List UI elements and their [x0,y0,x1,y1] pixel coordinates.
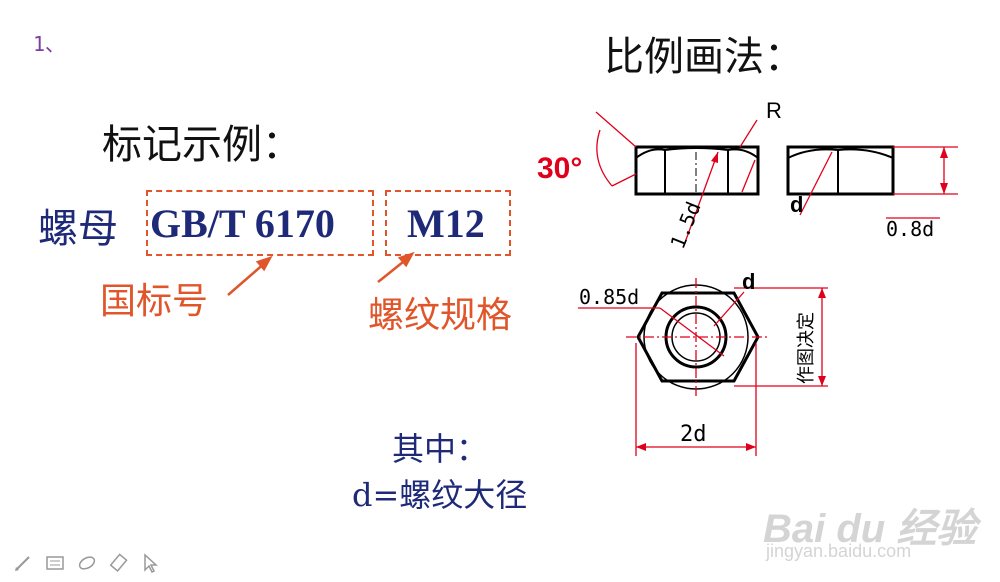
chamfer-d-label: d [790,192,803,217]
standard-code-box: GB/T 6170 [146,190,374,256]
highlighter-icon[interactable] [76,552,98,574]
diag-1-5d-line [682,151,719,249]
watermark-url: jingyan.baidu.com [766,541,912,561]
eraser-icon[interactable] [108,552,130,574]
watermark-logo: Bai du 经验 [763,507,977,551]
standard-label: 国标号 [100,281,209,322]
radius-label: R [766,98,782,123]
nut-side-view [786,145,895,196]
screen-icon[interactable] [44,552,66,574]
top-d-label: d [742,269,755,294]
pen-icon[interactable] [12,552,34,574]
slide-number: 1、 [33,32,66,56]
chamfer-d-line [799,151,833,216]
dim-0-85d-label: 0.85d [579,285,639,309]
thread-code: M12 [407,201,485,246]
thread-code-box: M12 [385,190,511,256]
standard-code: GB/T 6170 [150,201,335,246]
angle-label: 30° [537,152,582,185]
vertical-note-label: 作图决定 [796,312,817,384]
d-definition: d=螺纹大径 [352,476,528,514]
thread-spec-label: 螺纹规格 [368,295,513,336]
pointer-icon[interactable] [140,552,162,574]
where-label: 其中： [392,430,489,468]
diag-1-5d-label: 1.5d [665,198,705,252]
method-title: 比例画法： [604,34,804,80]
nut-front-view [634,145,760,196]
angle-arc [596,129,613,187]
width-2d-label: 2d [680,422,707,447]
standard-callout-arrow [227,261,267,296]
presentation-toolbar [12,552,162,574]
dia-0-85d-leader [659,307,725,357]
example-title: 标记示例： [102,122,302,168]
nut-label: 螺母 [38,206,118,252]
height-0-8d-label: 0.8d [886,217,934,241]
radius-leader [739,119,758,148]
